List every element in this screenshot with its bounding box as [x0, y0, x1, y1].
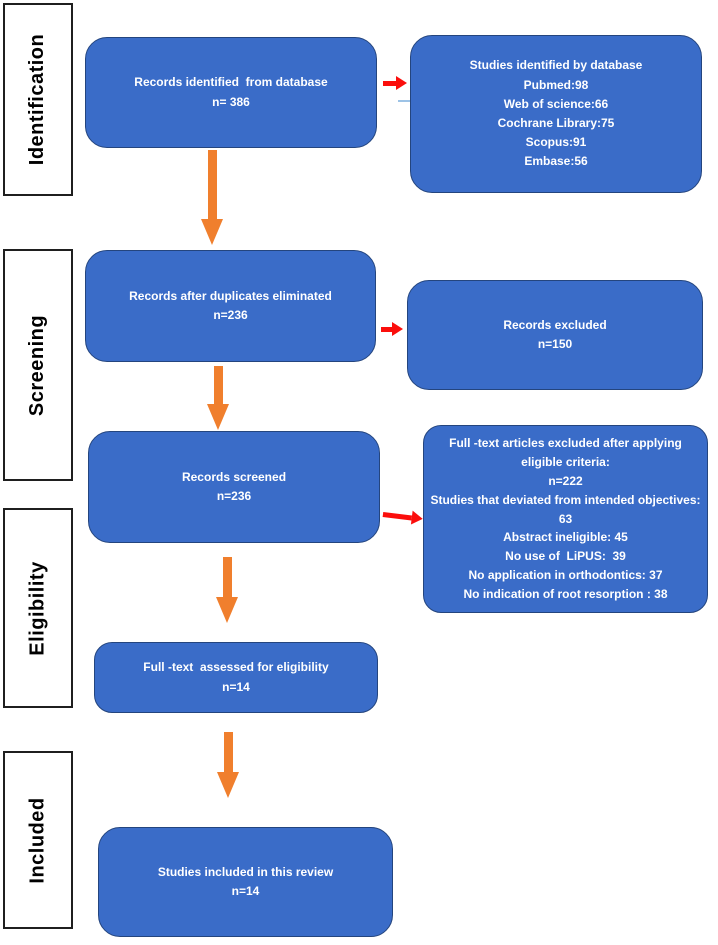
box-fulltext-assessed: Full -text assessed for eligibility n=14 [94, 642, 378, 713]
arrow-head [392, 322, 403, 336]
box-text: n=236 [213, 308, 248, 322]
right-arrow-icon [381, 322, 403, 336]
box-text: n=14 [231, 884, 260, 898]
arrow-shaft [207, 150, 217, 219]
stage-label-text: Identification [26, 33, 49, 166]
box-records-identified: Records identified from database n= 386 [85, 37, 377, 148]
box-text: n=236 [216, 489, 252, 503]
arrow-shaft [383, 80, 396, 86]
box-text: Full -text assessed for eligibility [143, 660, 329, 675]
box-text: Pubmed:98 [523, 77, 589, 92]
box-text: Cochrane Library:75 [497, 116, 615, 130]
box-text: n=222 [548, 473, 583, 488]
stage-label-text: Included [26, 796, 49, 884]
arrow-shaft [381, 326, 392, 332]
box-text: Scopus:91 [525, 135, 587, 150]
arrow-head [207, 404, 229, 430]
down-arrow-icon [207, 366, 229, 430]
box-text: Studies included in this review [157, 864, 334, 879]
stage-label-text: Screening [26, 314, 49, 416]
arrow-head [216, 597, 238, 623]
box-text: No use of LiPUS: 39 [505, 549, 626, 564]
box-text: Embase:56 [524, 154, 588, 169]
box-text: Abstract ineligible: 45 [503, 530, 628, 545]
stage-label-identification: Identification [3, 3, 73, 196]
stage-label-screening: Screening [3, 249, 73, 481]
arrow-shaft [223, 732, 233, 772]
stage-label-eligibility: Eligibility [3, 508, 73, 708]
box-text: Studies that deviated from intended obje… [430, 492, 704, 526]
arrow-shaft [222, 557, 232, 597]
box-records-excluded: Records excluded n=150 [407, 280, 703, 390]
box-after-duplicates: Records after duplicates eliminated n=23… [85, 250, 376, 362]
box-text: Studies identified by database [469, 58, 643, 73]
arrow-head [396, 76, 407, 90]
stage-label-text: Eligibility [26, 560, 49, 656]
box-studies-included: Studies included in this review n=14 [98, 827, 393, 937]
box-text: Full -text articles excluded after apply… [449, 435, 686, 469]
down-arrow-icon [217, 732, 239, 798]
arrow-shaft [213, 366, 223, 404]
arrow-head [217, 772, 239, 798]
arrow-head [410, 510, 424, 526]
box-studies-by-database: Studies identified by database Pubmed:98… [410, 35, 702, 193]
box-records-screened: Records screened n=236 [88, 431, 380, 543]
box-text: Records excluded [503, 317, 607, 332]
right-arrow-icon [383, 76, 407, 90]
arrow-shaft [382, 511, 413, 521]
down-arrow-icon [201, 150, 223, 245]
stage-label-included: Included [3, 751, 73, 929]
right-arrow-icon [382, 507, 424, 526]
arrow-head [201, 219, 223, 245]
box-text: Records identified from database [134, 75, 328, 90]
down-arrow-icon [216, 557, 238, 623]
box-text: n=14 [222, 679, 250, 694]
box-text: n=150 [537, 337, 573, 351]
box-text: Web of science:66 [503, 96, 609, 111]
connector-line [398, 100, 410, 102]
box-text: n= 386 [212, 94, 250, 109]
box-text: Records after duplicates eliminated [129, 288, 332, 303]
box-text: Records screened [181, 469, 287, 484]
box-text: No indication of root resorption : 38 [463, 587, 668, 602]
box-text: No application in orthodontics: 37 [468, 568, 663, 583]
box-fulltext-excluded: Full -text articles excluded after apply… [423, 425, 708, 613]
